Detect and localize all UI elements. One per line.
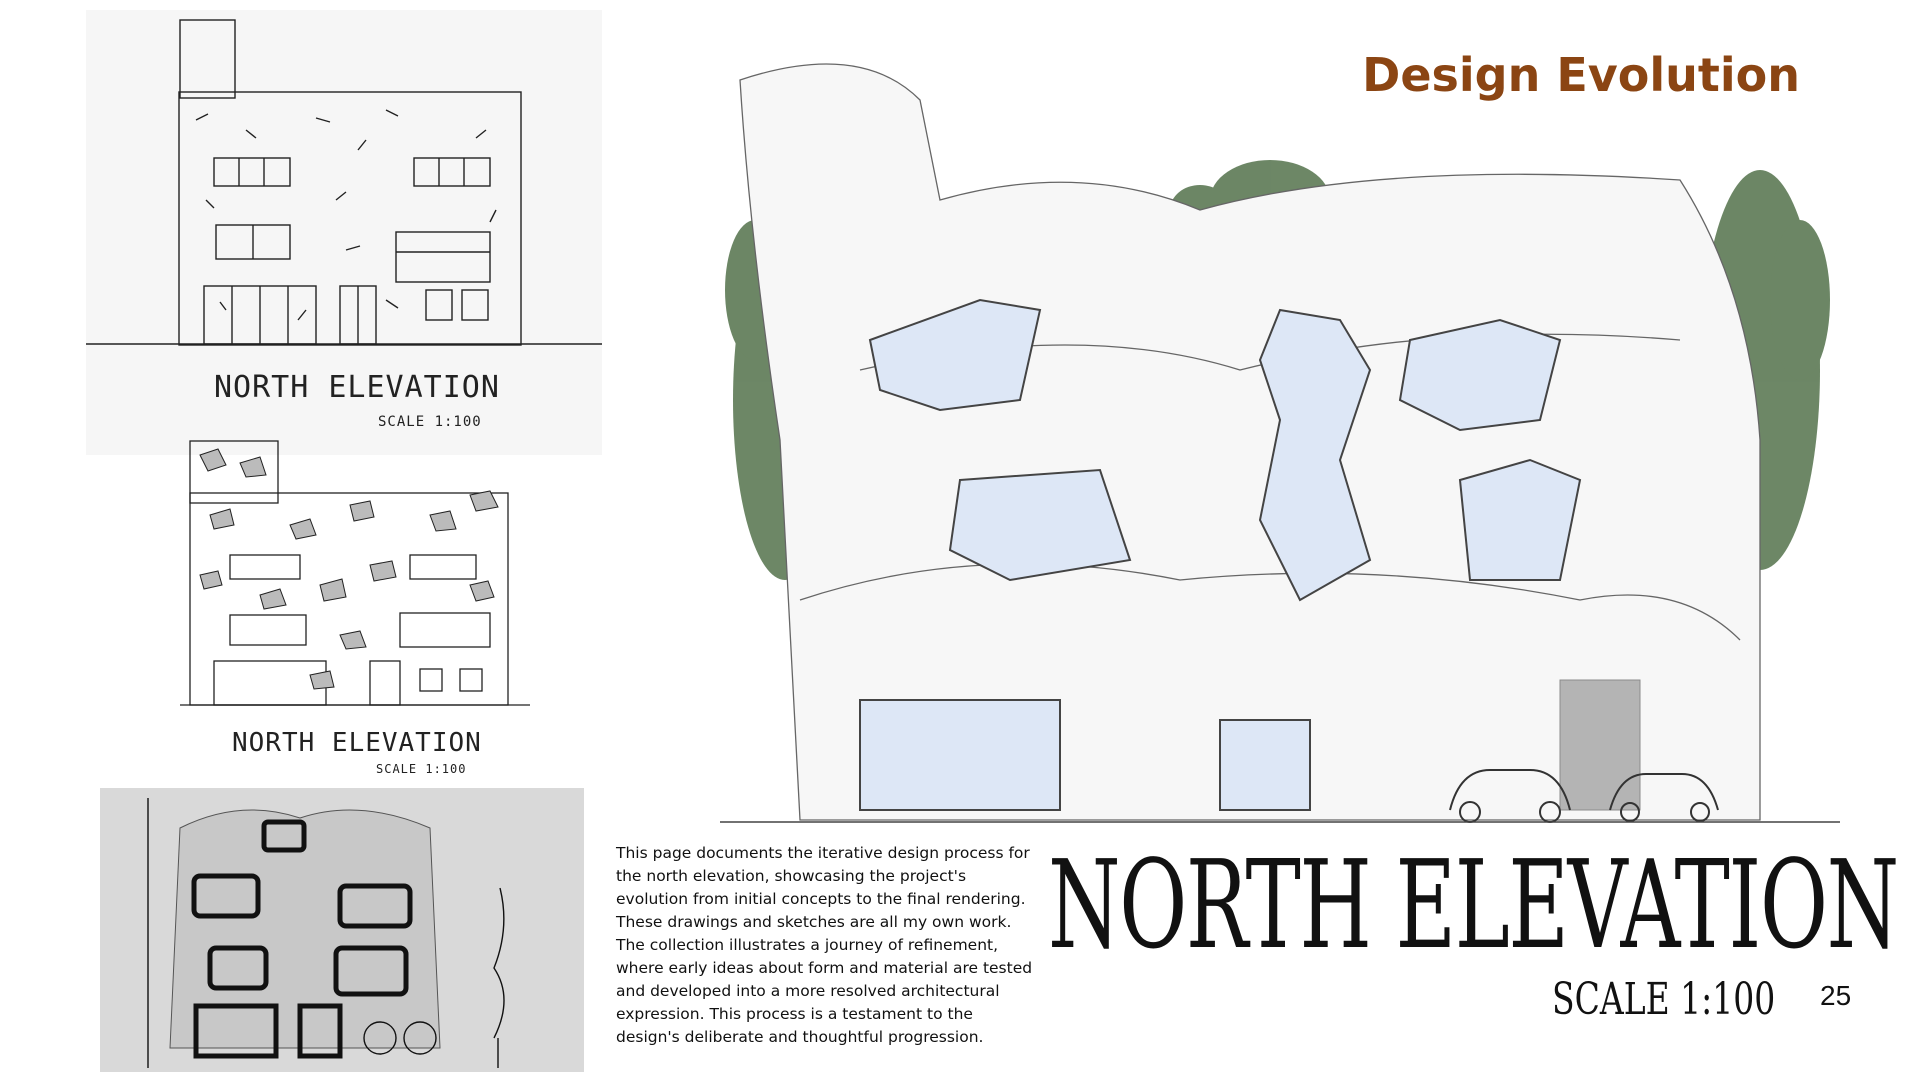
description-text: This page documents the iterative design… <box>616 844 1033 1046</box>
sketch-1-label: NORTH ELEVATION <box>214 370 500 405</box>
sketch-1-image: NORTH ELEVATION SCALE 1:100 <box>86 10 602 455</box>
page-title: Design Evolution <box>1362 48 1800 102</box>
main-elevation-image <box>680 40 1840 830</box>
sketch-3-drawing <box>147 798 505 1068</box>
sketch-1-scale: SCALE 1:100 <box>378 414 482 430</box>
page-number: 25 <box>1820 980 1852 1011</box>
sketch-1-drawing <box>86 19 602 346</box>
main-elevation-scale: SCALE 1:100 <box>1552 974 1776 1025</box>
main-elevation-title: NORTH ELEVATION <box>1048 834 1899 976</box>
sketch-2-drawing <box>180 440 530 706</box>
sketch-2-image <box>170 435 530 715</box>
sketch-2-label: NORTH ELEVATION <box>232 728 482 758</box>
sketch-2-scale: SCALE 1:100 <box>376 762 467 776</box>
sketch-3-image <box>100 788 584 1072</box>
main-elevation-drawing <box>720 63 1840 823</box>
